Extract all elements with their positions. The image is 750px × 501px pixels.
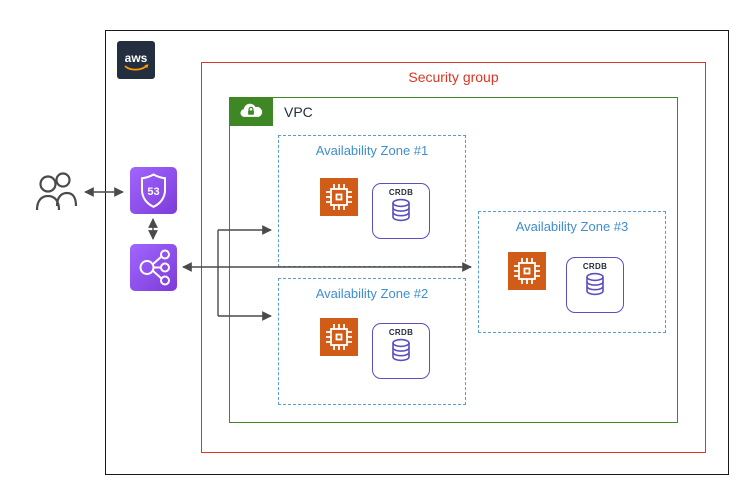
vpc-label: VPC bbox=[284, 104, 313, 120]
crdb-node-card: CRDB bbox=[372, 323, 430, 379]
vpc-box: VPC bbox=[229, 97, 678, 423]
aws-logo-glyph: aws bbox=[124, 51, 149, 71]
availability-zone-2-box: Availability Zone #2 bbox=[278, 278, 466, 405]
ec2-instance-icon bbox=[320, 318, 358, 356]
availability-zone-1-label: Availability Zone #1 bbox=[315, 143, 429, 158]
chip-icon bbox=[326, 184, 352, 210]
load-balancer-icon bbox=[130, 244, 177, 291]
route53-icon: 53 bbox=[130, 167, 177, 214]
availability-zone-3-box: Availability Zone #3 bbox=[478, 211, 666, 333]
crdb-label: CRDB bbox=[388, 188, 414, 197]
load-balancer-glyph bbox=[139, 249, 170, 286]
database-icon bbox=[586, 272, 604, 296]
aws-logo-icon: aws bbox=[117, 41, 155, 79]
database-icon bbox=[392, 338, 410, 362]
database-icon bbox=[392, 198, 410, 222]
vpc-icon bbox=[229, 97, 273, 126]
security-group-box: Security group VPC bbox=[201, 62, 706, 453]
crdb-node-card: CRDB bbox=[372, 183, 430, 239]
users-icon bbox=[35, 172, 78, 211]
chip-icon bbox=[514, 258, 540, 284]
crdb-node-card: CRDB bbox=[566, 257, 624, 313]
chip-icon bbox=[326, 324, 352, 350]
aws-cloud-box bbox=[105, 30, 729, 475]
vpc-cloud-lock-icon bbox=[240, 103, 263, 117]
route53-number: 53 bbox=[147, 186, 159, 198]
crdb-label: CRDB bbox=[388, 328, 414, 337]
availability-zone-2-label: Availability Zone #2 bbox=[315, 286, 429, 301]
crdb-label: CRDB bbox=[582, 262, 608, 271]
aws-logo-text: aws bbox=[125, 51, 148, 65]
shield-53-glyph: 53 bbox=[141, 173, 166, 208]
security-group-label: Security group bbox=[408, 69, 499, 85]
availability-zone-3-label: Availability Zone #3 bbox=[515, 219, 629, 234]
ec2-instance-icon bbox=[320, 178, 358, 216]
ec2-instance-icon bbox=[508, 252, 546, 290]
